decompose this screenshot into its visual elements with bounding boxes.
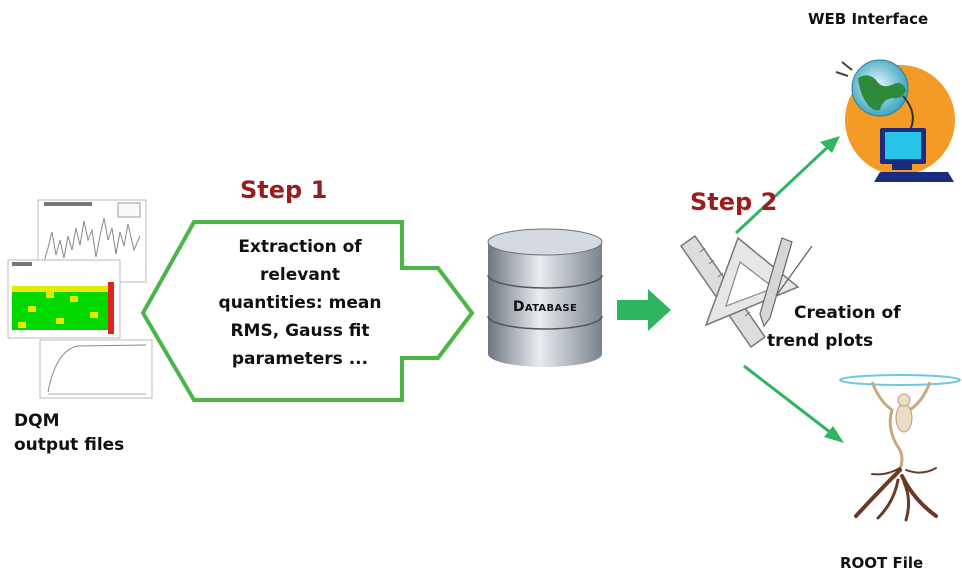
root-file-label: ROOT File [840, 554, 924, 572]
arrow-to-root [743, 364, 844, 443]
step1-label: Step 1 [240, 176, 328, 204]
arrow-to-web [734, 136, 840, 235]
step1-description-line: relevant [259, 265, 341, 285]
dqm-label-line1: DQM [14, 411, 60, 431]
step1-description: Extraction of relevant quantities: mean … [205, 236, 395, 371]
step1-extraction-arrow [140, 220, 475, 402]
creation-label-line2: trend plots [767, 331, 874, 351]
step1-description-line: RMS, Gauss fit [230, 321, 370, 341]
root-file-icon [839, 374, 961, 522]
database-to-tools-arrow [617, 289, 671, 331]
dqm-label-line2: output files [14, 435, 125, 455]
creation-label-line1: Creation of [794, 303, 901, 323]
step1-description-line: Extraction of [238, 237, 362, 257]
database-cylinder [487, 228, 603, 367]
step2-label: Step 2 [690, 188, 778, 216]
step1-description-line: parameters ... [231, 349, 369, 369]
database-label: Database [512, 299, 578, 315]
step1-description-line: quantities: mean [218, 293, 382, 313]
dqm-output-files-thumbnails [7, 199, 153, 399]
web-interface-icon [835, 59, 955, 182]
curve-thumbnail [39, 339, 153, 399]
web-interface-label: WEB Interface [808, 10, 929, 28]
drafting-tools-icon [679, 234, 813, 349]
heatmap-thumbnail [7, 259, 121, 339]
